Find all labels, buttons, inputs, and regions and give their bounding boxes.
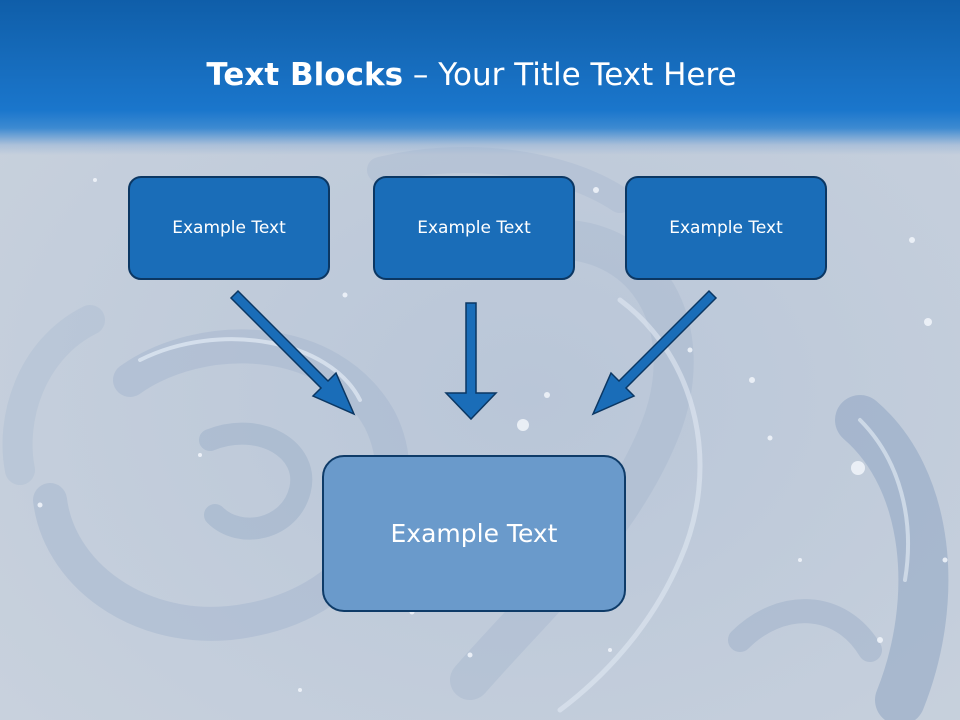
summary-block[interactable]: Example Text bbox=[322, 455, 626, 612]
text-block-2[interactable]: Example Text bbox=[373, 176, 575, 280]
title-separator: – bbox=[403, 57, 439, 93]
slide-title: Text Blocks – Your Title Text Here bbox=[0, 52, 943, 98]
text-block-3[interactable]: Example Text bbox=[625, 176, 827, 280]
text-block-1-label: Example Text bbox=[172, 218, 286, 238]
text-block-3-label: Example Text bbox=[669, 218, 783, 238]
title-rest: Your Title Text Here bbox=[438, 57, 737, 93]
arrow-down-icon bbox=[444, 302, 498, 421]
title-bold: Text Blocks bbox=[206, 57, 404, 93]
summary-block-label: Example Text bbox=[390, 519, 558, 548]
text-block-1[interactable]: Example Text bbox=[128, 176, 330, 280]
header-band bbox=[0, 0, 960, 155]
arrow-down-right-icon bbox=[229, 289, 356, 416]
text-block-2-label: Example Text bbox=[417, 218, 531, 238]
arrow-down-left-icon bbox=[591, 289, 718, 416]
